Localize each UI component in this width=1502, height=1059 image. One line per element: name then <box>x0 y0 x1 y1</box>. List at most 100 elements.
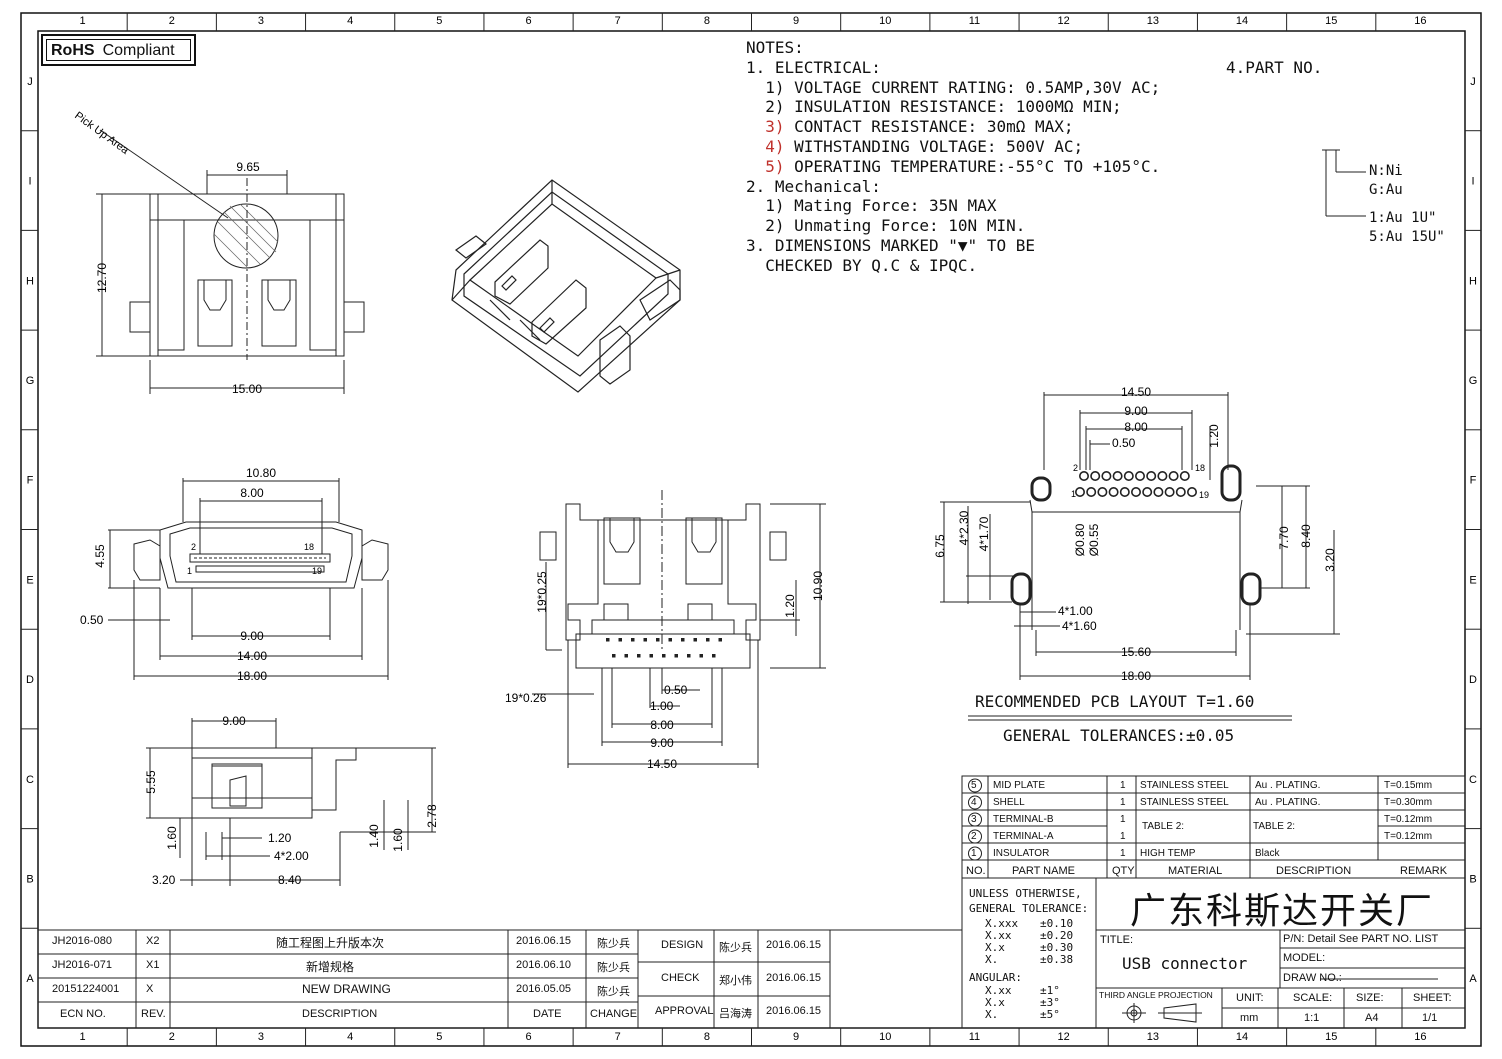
grid-row-I-left: I <box>28 176 31 188</box>
tol-val-1: ±0.20 <box>1040 929 1074 942</box>
pcb-pad <box>1086 486 1097 497</box>
pickup-label: Pick Up Area <box>72 110 131 158</box>
grid-col-9-bottom: 9 <box>793 1031 799 1043</box>
grid-row-J-left: J <box>27 76 33 88</box>
rev-date-1: 2016.06.10 <box>516 959 572 971</box>
pcb-pad <box>1101 470 1112 481</box>
grid-col-4-top: 4 <box>347 15 353 27</box>
rev-h-desc: DESCRIPTION <box>302 1008 378 1020</box>
pcb-pad <box>1075 486 1086 497</box>
note-e3-num: 3) <box>765 117 785 137</box>
bom-remark-4: T=0.30mm <box>1384 797 1433 808</box>
pcb-pad <box>1164 486 1175 497</box>
dim-top-height: 12.70 <box>95 263 109 293</box>
pin-pad <box>631 638 635 642</box>
bom-desc-terminal: TABLE 2: <box>1253 821 1296 832</box>
approval-role-1: CHECK <box>661 972 700 984</box>
atol-val-0: ±1° <box>1040 984 1060 997</box>
tol-key-0: X.xxx <box>985 917 1019 930</box>
bom-qty-2: 1 <box>1120 831 1126 842</box>
grid-col-14-top: 14 <box>1236 15 1248 27</box>
grid-row-A-left: A <box>26 973 34 985</box>
grid-col-9-top: 9 <box>793 15 799 27</box>
atol-val-1: ±3° <box>1040 996 1060 1009</box>
rev-change-0: 陈少兵 <box>597 938 630 950</box>
pcb-pad <box>1153 486 1164 497</box>
pin-pad <box>687 654 691 658</box>
bom-circle-2 <box>968 829 982 844</box>
bom-h-name: PART NAME <box>1012 865 1075 877</box>
dim-side-5-55: 5.55 <box>144 770 158 794</box>
pin-label-2: 2 <box>191 542 196 552</box>
grid-row-F-right: F <box>1470 475 1477 487</box>
pin-pad <box>712 654 716 658</box>
grid-col-5-top: 5 <box>436 15 442 27</box>
top-view <box>96 129 365 394</box>
bom-material-5: STAINLESS STEEL <box>1140 780 1229 791</box>
grid-col-14-bottom: 14 <box>1236 1031 1248 1043</box>
grid-row-G-right: G <box>1469 375 1478 387</box>
bom-name-4: SHELL <box>993 797 1025 808</box>
note-m2: 2) Unmating Force: 10N MIN. <box>765 216 1026 236</box>
dim-pcb-7-70: 7.70 <box>1277 526 1291 550</box>
rev-desc-0: 随工程图上升版本次 <box>276 936 385 950</box>
bom-remark-5: T=0.15mm <box>1384 780 1433 791</box>
dim-bottom-8-00: 8.00 <box>650 718 674 732</box>
dim-side-1-20: 1.20 <box>268 831 292 845</box>
rev-h-rev: REV. <box>141 1008 166 1020</box>
rev-h-change: CHANGE <box>590 1008 638 1020</box>
pin-pad <box>624 654 628 658</box>
grid-row-H-right: H <box>1469 275 1477 287</box>
dim-bottom-0-50: 0.50 <box>664 683 688 697</box>
dim-pcb-4x1-70: 4*1.70 <box>977 516 991 551</box>
note-e4: WITHSTANDING VOLTAGE: 500V AC; <box>784 136 1084 156</box>
tol-head-2: GENERAL TOLERANCE: <box>969 902 1089 915</box>
bom-no-5: 5 <box>971 780 977 791</box>
pcb-pad <box>1112 470 1123 481</box>
company-name: 广东科斯达开关厂 <box>1130 891 1435 932</box>
grid-col-15-bottom: 15 <box>1325 1031 1337 1043</box>
title-label: TITLE: <box>1100 934 1134 946</box>
code-au-1u: 1:Au 1U" <box>1369 210 1437 226</box>
notes-electrical: 1. ELECTRICAL: <box>746 57 881 77</box>
grid-col-10-bottom: 10 <box>879 1031 891 1043</box>
note-m1: 1) Mating Force: 35N MAX <box>765 196 997 216</box>
bom-desc-5: Au . PLATING. <box>1255 780 1321 791</box>
grid-col-5-bottom: 5 <box>436 1031 442 1043</box>
grid-col-1-bottom: 1 <box>80 1031 86 1043</box>
dim-pcb-8-00: 8.00 <box>1124 420 1148 434</box>
notes-block: NOTES: 1. ELECTRICAL: 1) VOLTAGE CURRENT… <box>746 38 1160 276</box>
grid-col-11-bottom: 11 <box>969 1031 980 1043</box>
dim-top-width: 9.65 <box>236 160 260 174</box>
pcb-pad <box>1119 486 1130 497</box>
dim-bottom-10-90: 10.90 <box>811 571 825 601</box>
grid-row-E-right: E <box>1469 574 1476 586</box>
grid-row-B-left: B <box>26 873 33 885</box>
dim-top-overall: 15.00 <box>232 382 262 396</box>
unit-value: mm <box>1240 1012 1259 1024</box>
pcb-pin-1: 1 <box>1071 489 1076 499</box>
pin-pad <box>606 638 610 642</box>
pn-text: P/N: Detail See PART NO. LIST <box>1283 933 1439 945</box>
dim-pcb-14-50: 14.50 <box>1121 385 1151 399</box>
dim-pcb-6-75: 6.75 <box>933 534 947 558</box>
pin-pad <box>693 638 697 642</box>
approval-role-0: DESIGN <box>661 939 704 951</box>
bom-desc-1: Black <box>1255 848 1280 859</box>
grid-col-12-top: 12 <box>1058 15 1070 27</box>
dim-side-1-40: 1.40 <box>367 824 381 848</box>
grid-col-13-bottom: 13 <box>1147 1031 1159 1043</box>
atol-val-2: ±5° <box>1040 1008 1060 1021</box>
dim-pcb-9-00: 9.00 <box>1124 404 1148 418</box>
atol-key-0: X.xx <box>985 984 1012 997</box>
bom-h-material: MATERIAL <box>1168 865 1223 877</box>
pin-pad <box>637 654 641 658</box>
dim-side-1-60b: 1.60 <box>391 828 405 852</box>
bom-no-2: 2 <box>971 831 977 842</box>
pcb-pad <box>1135 470 1146 481</box>
dim-pcb-15-60: 15.60 <box>1121 645 1151 659</box>
pin-label-18: 18 <box>304 542 314 552</box>
grid-row-B-right: B <box>1469 873 1476 885</box>
pcb-pad <box>1090 470 1101 481</box>
